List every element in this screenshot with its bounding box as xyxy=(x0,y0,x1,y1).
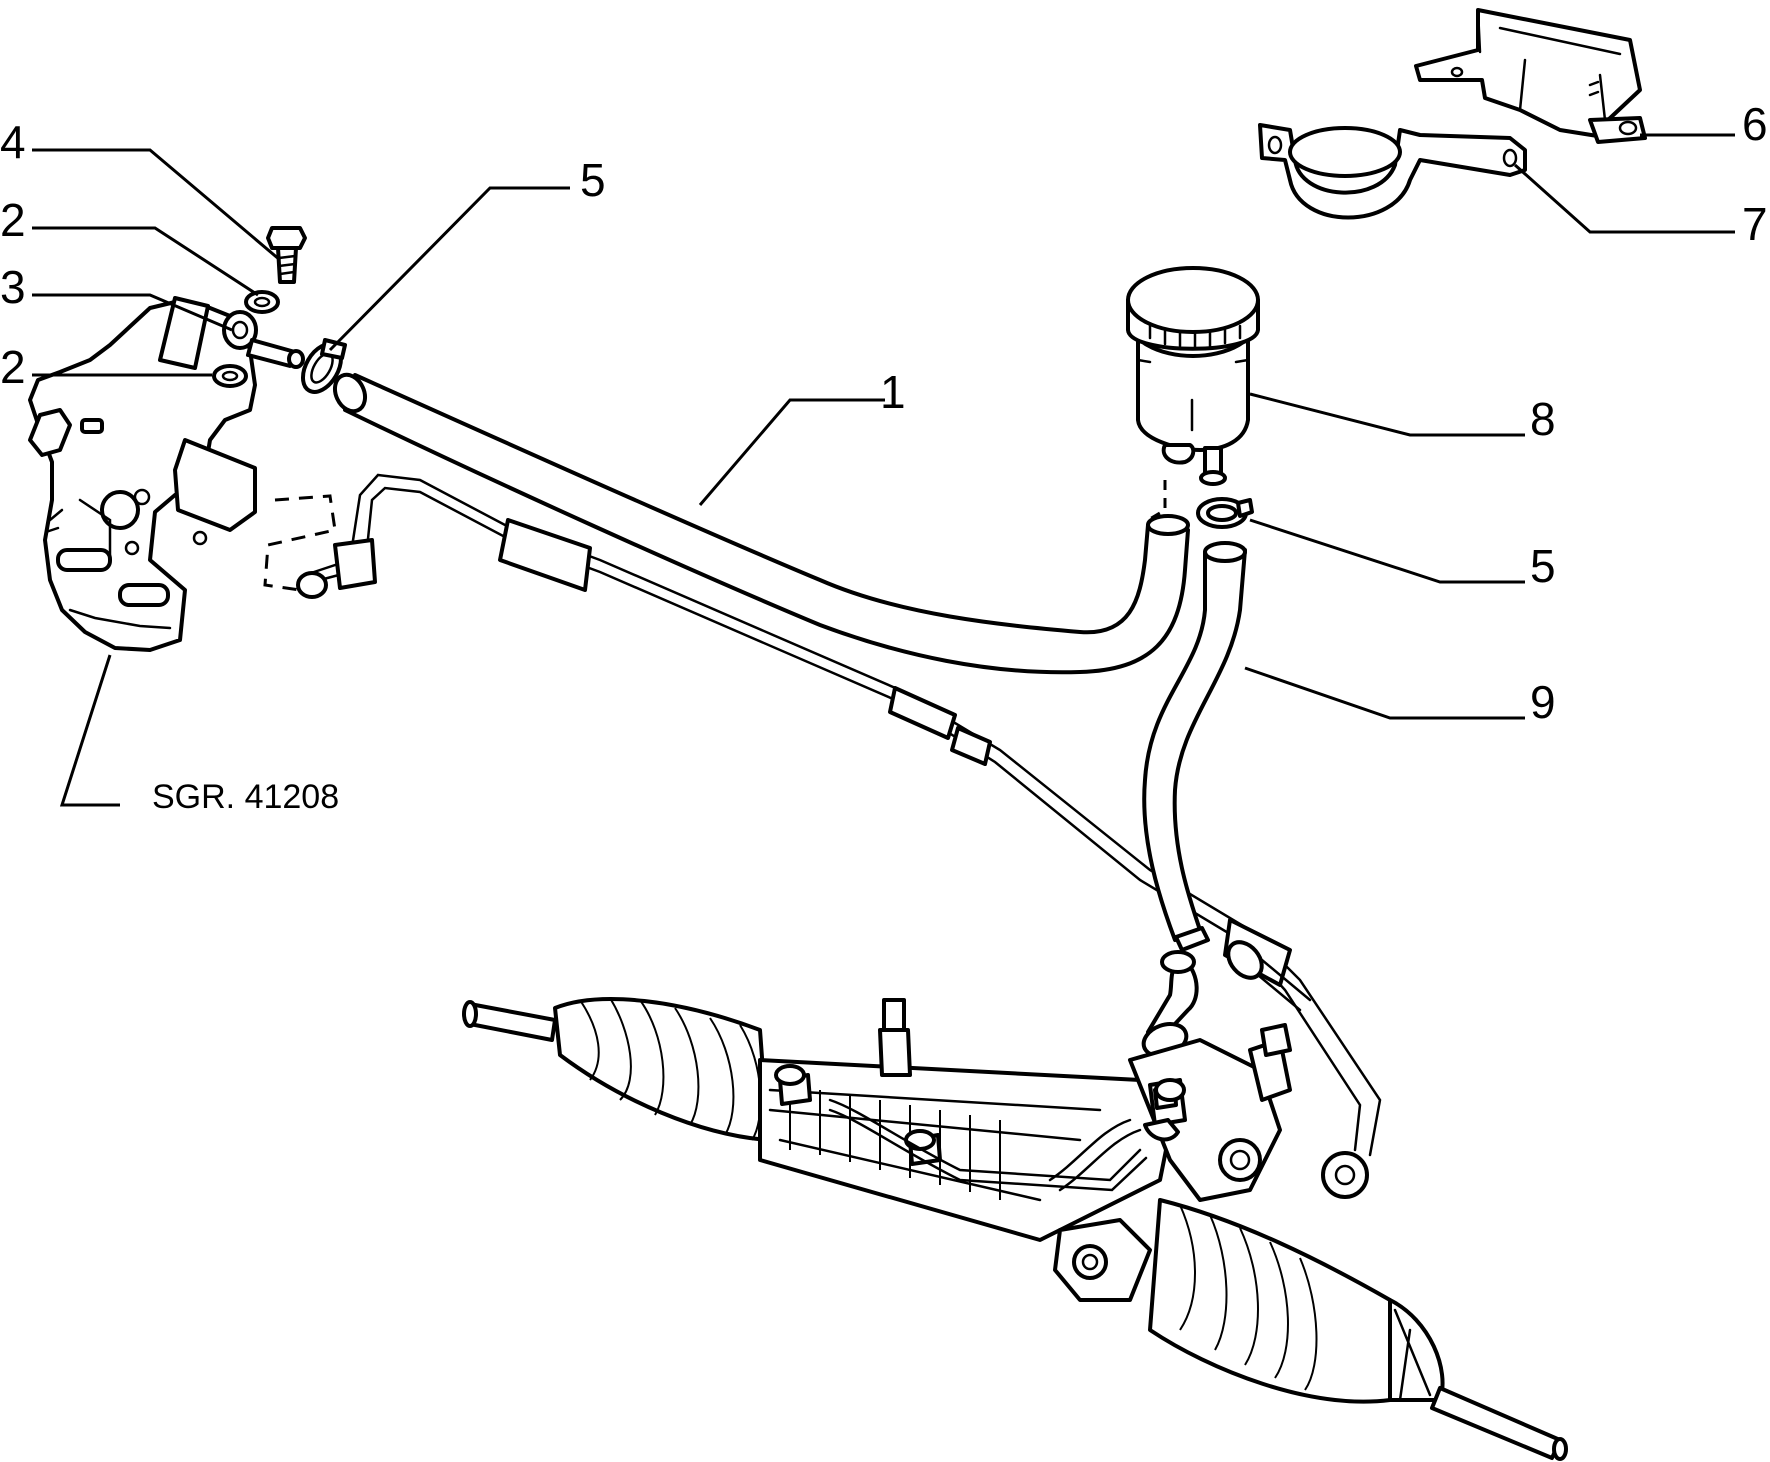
steering-rack xyxy=(462,997,1568,1461)
banjo-union xyxy=(222,310,305,369)
callout-1: 1 xyxy=(880,366,906,418)
callout-7: 7 xyxy=(1742,198,1768,250)
bolt xyxy=(266,226,307,284)
return-hose xyxy=(332,372,1190,675)
callout-2a: 2 xyxy=(0,194,26,246)
pressure-pipe xyxy=(296,473,1382,1199)
callout-6: 6 xyxy=(1742,98,1768,150)
power-steering-pump xyxy=(28,296,257,652)
reference-label: SGR. 41208 xyxy=(152,778,339,816)
callout-8: 8 xyxy=(1530,393,1556,445)
callout-numbers: 4 2 3 2 5 1 6 7 8 5 9 SGR. 41208 xyxy=(0,98,1768,816)
reservoir-bracket xyxy=(1414,8,1647,144)
callout-2b: 2 xyxy=(0,341,26,393)
reservoir-clamp-bracket xyxy=(1258,123,1527,220)
washer-upper xyxy=(244,290,280,314)
hose-clamp-reservoir xyxy=(1196,497,1254,529)
fluid-reservoir xyxy=(1126,266,1260,522)
callout-5a: 5 xyxy=(580,154,606,206)
callout-4: 4 xyxy=(0,116,26,168)
pump-connection-dashes xyxy=(263,494,337,592)
washer-lower xyxy=(212,364,248,388)
callout-5b: 5 xyxy=(1530,540,1556,592)
callout-9: 9 xyxy=(1530,676,1556,728)
leader-lines xyxy=(32,133,1735,807)
callout-3: 3 xyxy=(0,261,26,313)
